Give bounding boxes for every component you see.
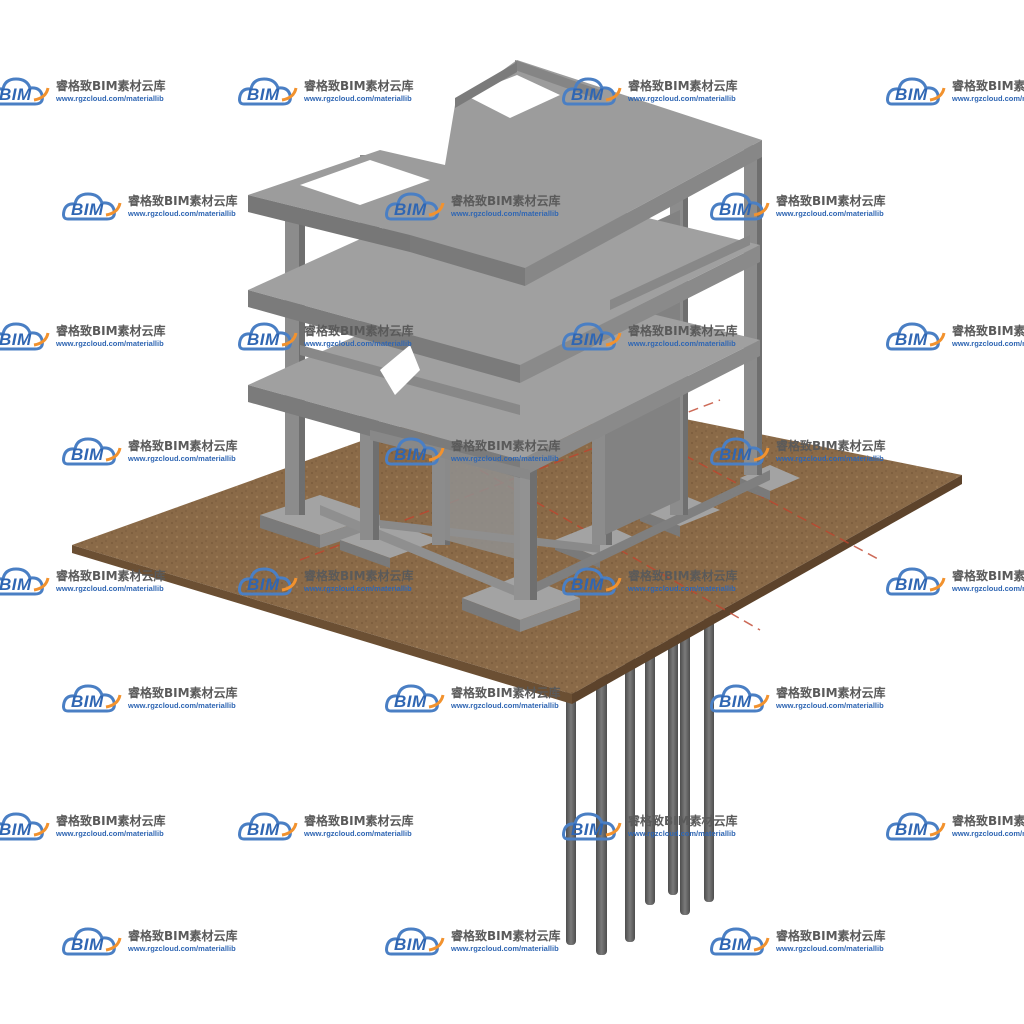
roof-slab xyxy=(248,60,762,286)
pile-group xyxy=(566,605,714,955)
